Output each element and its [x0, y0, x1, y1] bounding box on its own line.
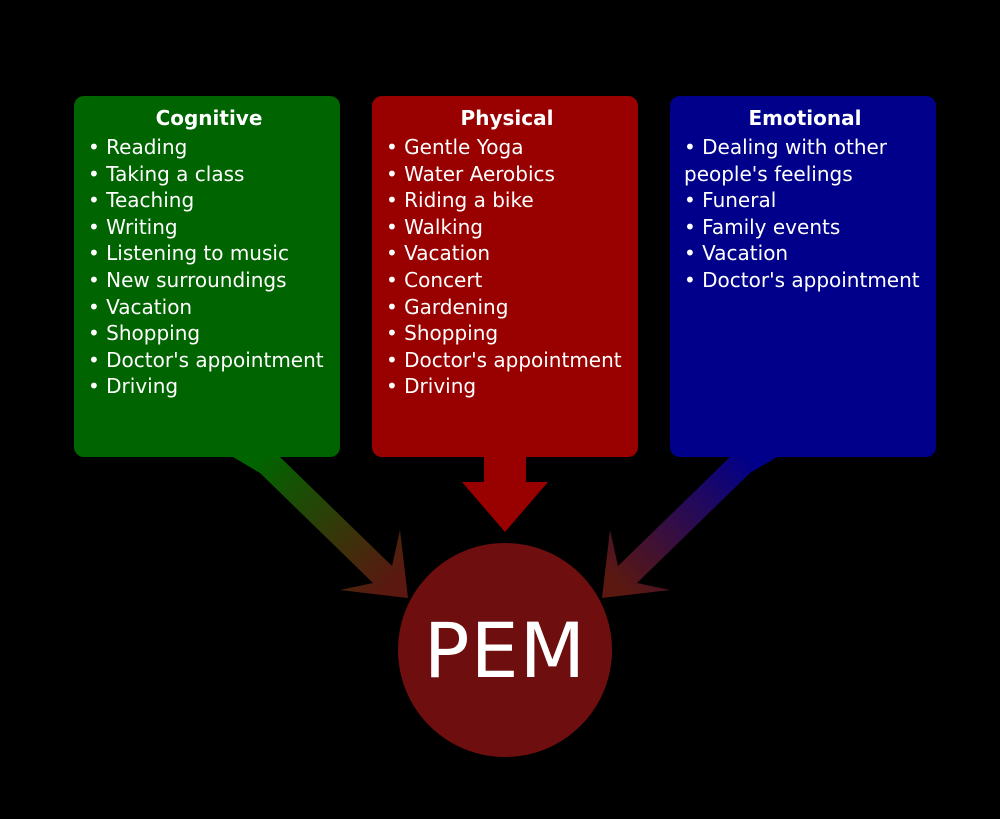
cognitive-title: Cognitive	[155, 106, 263, 130]
list-item: New surroundings	[88, 267, 330, 294]
list-item: Doctor's appointment	[386, 347, 628, 374]
list-item: Vacation	[684, 240, 926, 267]
arrow-emotional-to-pem	[602, 457, 777, 598]
list-item: Family events	[684, 214, 926, 241]
list-item: Shopping	[386, 320, 628, 347]
arrow-physical-to-pem	[462, 457, 548, 532]
list-item: Water Aerobics	[386, 161, 628, 188]
list-item: Concert	[386, 267, 628, 294]
list-item: Doctor's appointment	[684, 267, 926, 294]
cognitive-list: Reading Taking a class Teaching Writing …	[88, 134, 330, 400]
arrow-cognitive-to-pem	[233, 457, 408, 598]
list-item: Vacation	[386, 240, 628, 267]
list-item: Walking	[386, 214, 628, 241]
list-item: Gentle Yoga	[386, 134, 628, 161]
list-item: Vacation	[88, 294, 330, 321]
list-item: Doctor's appointment	[88, 347, 330, 374]
list-item: Taking a class	[88, 161, 330, 188]
list-item: Driving	[88, 373, 330, 400]
list-item: Riding a bike	[386, 187, 628, 214]
list-item: Listening to music	[88, 240, 330, 267]
list-item: Teaching	[88, 187, 330, 214]
emotional-list: Dealing with other people's feelings Fun…	[684, 134, 926, 294]
emotional-box: Emotional Dealing with other people's fe…	[670, 96, 936, 457]
list-item: Dealing with other people's feelings	[684, 134, 926, 187]
pem-label: PEM	[423, 605, 587, 695]
list-item: Driving	[386, 373, 628, 400]
list-item: Shopping	[88, 320, 330, 347]
pem-circle: PEM	[398, 543, 612, 757]
list-item: Funeral	[684, 187, 926, 214]
list-item: Writing	[88, 214, 330, 241]
cognitive-box: Cognitive Reading Taking a class Teachin…	[74, 96, 340, 457]
list-item: Reading	[88, 134, 330, 161]
list-item: Gardening	[386, 294, 628, 321]
physical-title: Physical	[460, 106, 554, 130]
physical-box: Physical Gentle Yoga Water Aerobics Ridi…	[372, 96, 638, 457]
physical-list: Gentle Yoga Water Aerobics Riding a bike…	[386, 134, 628, 400]
emotional-title: Emotional	[748, 106, 862, 130]
